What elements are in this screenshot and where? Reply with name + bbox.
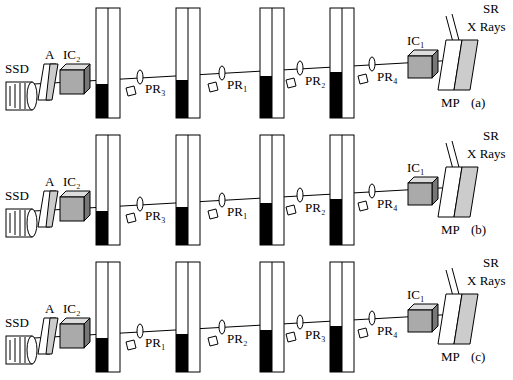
crystal-label: PR₂ <box>226 332 248 345</box>
panel-label: (b) <box>470 223 487 236</box>
crystal-label: PR₂ <box>304 201 326 214</box>
crystal-label: PR₁ <box>226 78 248 91</box>
analyzer-label: A <box>44 302 55 315</box>
chamber-label: IC₁ <box>406 288 426 301</box>
crystal-label: PR₃ <box>144 209 166 222</box>
source-label: SR <box>482 2 500 15</box>
beam-label: X Rays <box>466 20 507 33</box>
panel-a-setup <box>6 8 478 118</box>
analyzer-label: A <box>44 48 55 61</box>
chamber-label: IC₂ <box>62 302 82 315</box>
beam-label: X Rays <box>466 274 507 287</box>
crystal-label: PR₃ <box>144 82 166 95</box>
crystal-label: PR₄ <box>376 324 398 337</box>
chamber-label: IC₁ <box>406 161 426 174</box>
monochromator-label: MP <box>440 96 461 109</box>
panel-label: (c) <box>470 350 486 363</box>
source-label: SR <box>482 129 500 142</box>
chamber-label: IC₁ <box>406 34 426 47</box>
crystal-label: PR₂ <box>304 74 326 87</box>
monochromator-label: MP <box>440 350 461 363</box>
crystal-label: PR₃ <box>304 328 326 341</box>
panel-label: (a) <box>470 96 486 109</box>
crystal-label: PR₁ <box>144 336 166 349</box>
detector-label: SSD <box>4 316 30 329</box>
panel-b-setup <box>6 135 478 245</box>
crystal-label: PR₄ <box>376 70 398 83</box>
beam-label: X Rays <box>466 147 507 160</box>
crystal-label: PR₁ <box>226 205 248 218</box>
source-label: SR <box>482 256 500 269</box>
monochromator-label: MP <box>440 223 461 236</box>
analyzer-label: A <box>44 175 55 188</box>
panel-c-setup <box>6 262 478 372</box>
crystal-label: PR₄ <box>376 197 398 210</box>
chamber-label: IC₂ <box>62 175 82 188</box>
detector-label: SSD <box>4 189 30 202</box>
detector-label: SSD <box>4 62 30 75</box>
chamber-label: IC₂ <box>62 48 82 61</box>
